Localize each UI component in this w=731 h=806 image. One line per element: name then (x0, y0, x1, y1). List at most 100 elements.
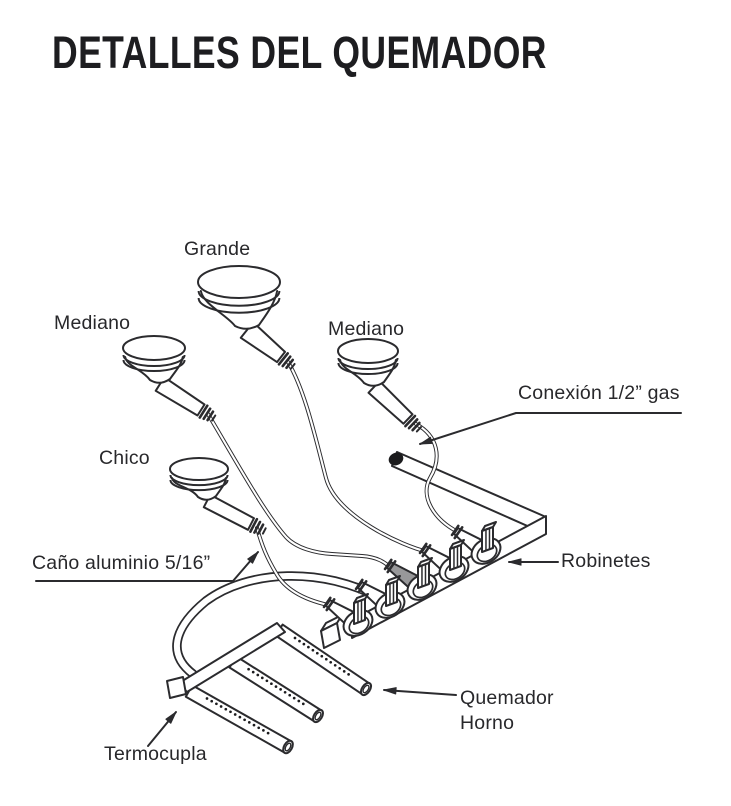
burner-rim-band (169, 479, 229, 492)
label-burner-mediano-left: Mediano (54, 312, 131, 334)
valve-2 (418, 539, 470, 583)
flame-hole (279, 688, 282, 691)
flame-hole (260, 676, 264, 680)
label-oven-burner: Quemador Horno (460, 687, 554, 735)
valve-stem (417, 562, 430, 589)
burner-fitting-rib (407, 418, 419, 430)
flame-hole (283, 690, 287, 694)
flame-hole (297, 699, 301, 703)
valve-cone-rib (322, 596, 332, 609)
aluminum-tube-grande (286, 360, 430, 554)
label-gas-connection: Conexión 1/2” gas (518, 382, 680, 404)
flame-hole (288, 693, 292, 697)
flame-hole (262, 729, 265, 732)
aluminum-tube-mediano-left (206, 412, 394, 571)
label-burner-grande: Grande (184, 238, 251, 260)
oven-tube-2 (228, 655, 324, 724)
flame-hole (251, 670, 255, 674)
leader-conexion (419, 412, 682, 445)
flame-hole (320, 654, 324, 658)
flame-hole (252, 723, 256, 727)
aluminum-tube-mediano-left-line-core (206, 412, 394, 571)
oven-feed-pipe-tube-core (173, 573, 385, 677)
burner-fitting-rib (404, 414, 417, 428)
burner-fitting-nub (289, 362, 296, 370)
flame-hole (257, 726, 261, 730)
rail-end-block-front (320, 622, 341, 649)
flame-hole (324, 657, 328, 661)
flame-hole (302, 642, 306, 646)
leader-quemador-arrowhead (383, 687, 397, 695)
leader-termocupla (147, 711, 177, 747)
burner-fitting-rib (277, 352, 290, 366)
burner-rim-band (197, 290, 281, 307)
burner-bowl (171, 477, 227, 501)
label-burner-mediano-right: Mediano (328, 318, 405, 340)
valve-stem (385, 580, 398, 607)
flame-hole (238, 715, 242, 719)
flame-hole (338, 666, 342, 670)
burner-fitting-rib (253, 520, 262, 534)
burner-fitting-rib (249, 517, 259, 533)
leader-conexion-arrowhead (419, 436, 433, 445)
oven-bar-end-cap (166, 676, 187, 699)
aluminum-tube-chico (255, 526, 330, 607)
flame-hole (298, 639, 301, 643)
leader-quemador (383, 687, 457, 696)
burner-fitting-rib (198, 404, 209, 419)
gas-pipe-body (391, 451, 547, 533)
flame-hole (247, 721, 251, 724)
burner-fitting-rib (206, 410, 215, 422)
valve-5 (322, 593, 374, 637)
flame-hole (233, 713, 237, 716)
flame-hole (342, 670, 346, 673)
valve-cone-rib (421, 544, 432, 558)
burner-venturi (367, 380, 414, 425)
valve-stem (353, 598, 366, 625)
burner-fitting-rib (202, 407, 212, 421)
leader-robinetes-arrowhead (508, 558, 522, 566)
burner-cap (197, 265, 281, 299)
valve-1 (450, 521, 502, 565)
valve-cone-rib (453, 526, 464, 540)
burner-fitting-nub (211, 414, 217, 422)
leader-robinetes (508, 558, 559, 566)
page-title: DETALLES DEL QUEMADOR (52, 27, 547, 78)
leader-cano-line (35, 551, 259, 582)
oven-tube-body (228, 655, 323, 723)
flame-hole (347, 673, 350, 676)
leader-cano-arrowhead (247, 551, 259, 564)
leader-conexion-line (419, 412, 682, 445)
valve-cone-rib (383, 558, 393, 571)
oven-bar (178, 622, 286, 693)
burner-rim-band (169, 474, 229, 487)
flame-hole (270, 682, 273, 686)
burner-fitting-nub (261, 527, 267, 535)
valve-3 (383, 557, 438, 601)
oven-tube-end-inner (314, 711, 322, 721)
burner-fitting-rib (281, 355, 292, 368)
label-thermocouple: Termocupla (104, 743, 207, 765)
burner-rim-band (337, 362, 399, 376)
oven-feed-pipe (172, 571, 387, 679)
burner-rim-band (197, 297, 281, 314)
burner-rim-band (122, 359, 186, 373)
flame-hole (205, 697, 209, 700)
leader-cano (35, 551, 259, 582)
burner-fitting-rib (411, 421, 421, 432)
valve-cone-rib (450, 524, 460, 537)
flame-hole (210, 699, 214, 703)
flame-hole (307, 645, 310, 649)
valve-cone-rib (354, 578, 364, 591)
burner-venturi (202, 493, 255, 531)
flame-hole (247, 667, 250, 671)
burner-cap (169, 457, 229, 481)
burner-mediano-left (122, 335, 217, 422)
burner-chico (169, 457, 267, 535)
burner-fitting-rib (285, 358, 295, 370)
burner-fitting-rib (257, 523, 265, 535)
gas-pipe-end-cap (388, 452, 404, 466)
oven-tube-end-inner (362, 684, 370, 694)
